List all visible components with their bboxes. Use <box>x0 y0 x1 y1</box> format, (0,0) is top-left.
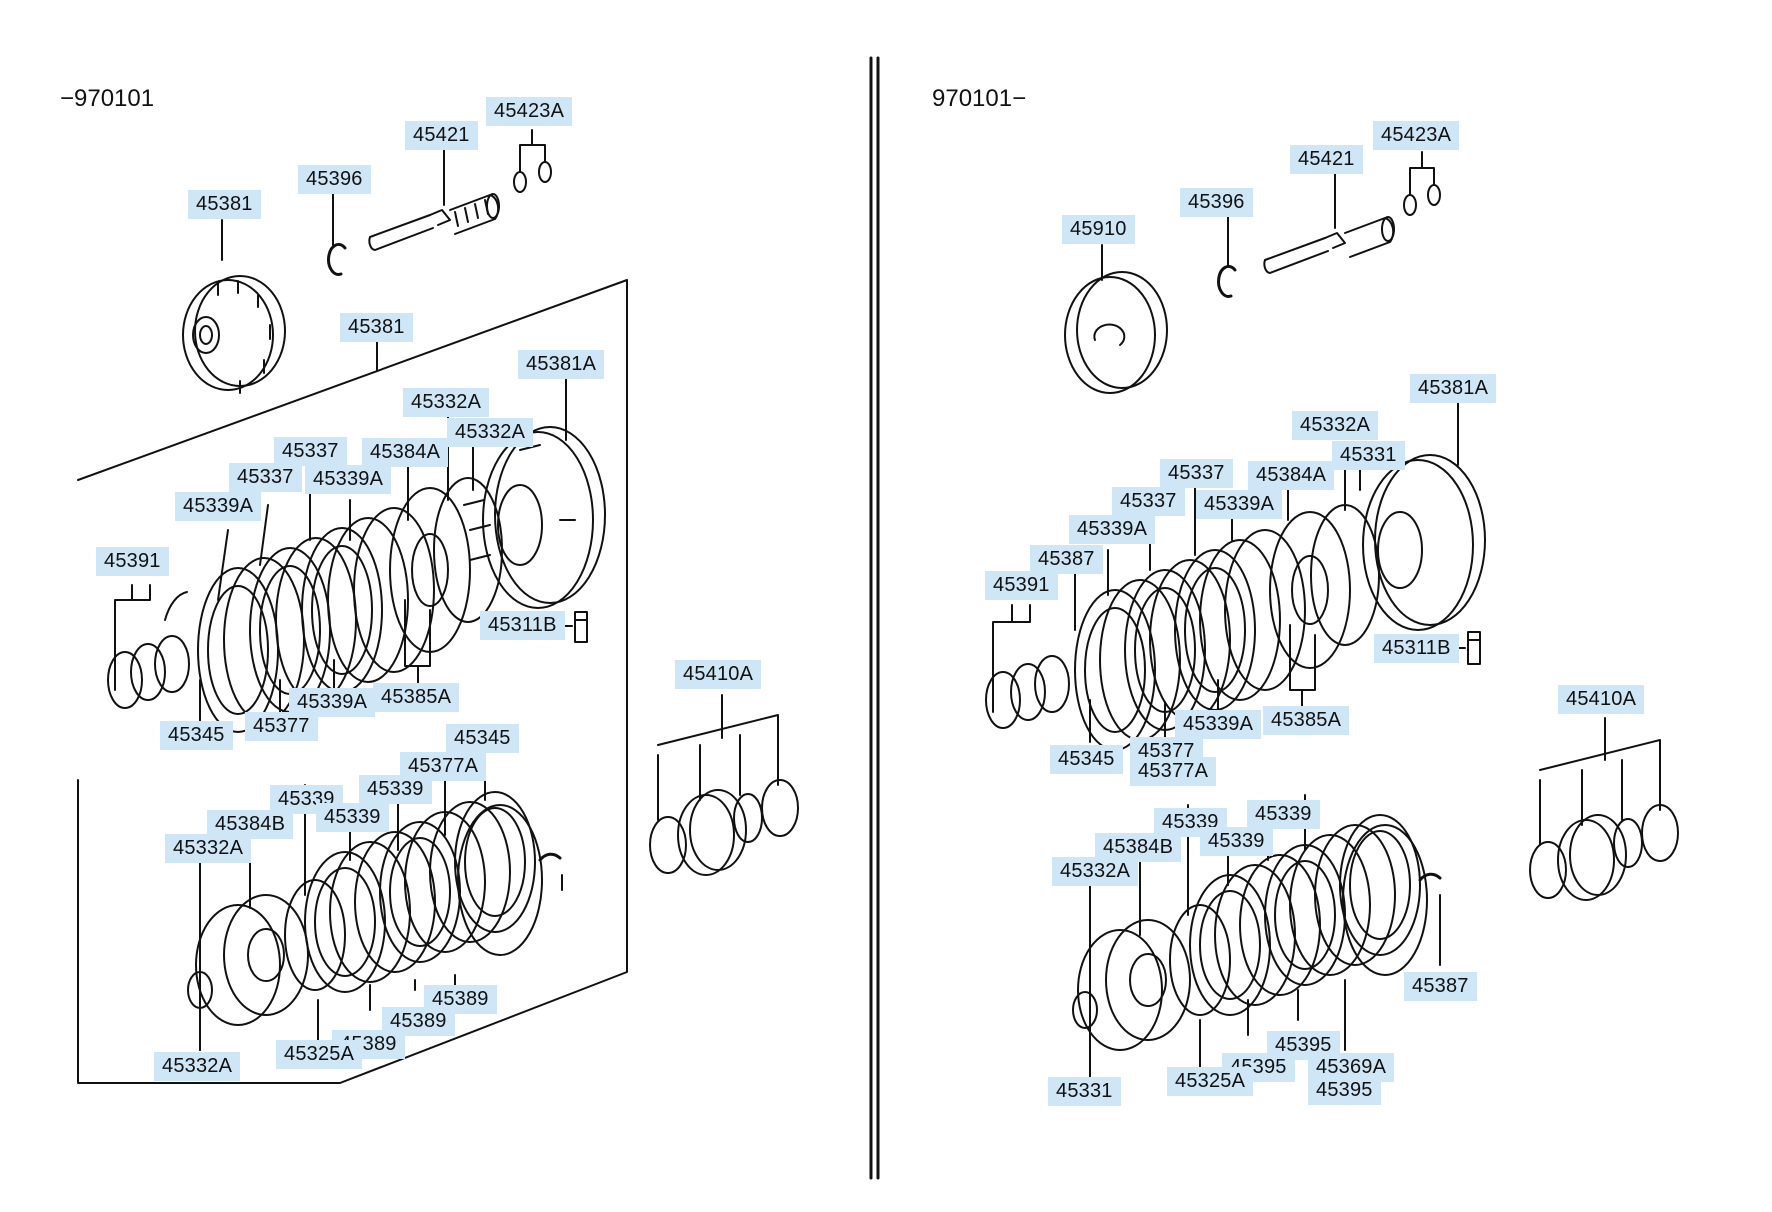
part-label[interactable]: 45332A <box>1292 411 1379 440</box>
part-label[interactable]: 45384A <box>1248 461 1335 490</box>
part-label[interactable]: 45377 <box>245 712 318 741</box>
part-label[interactable]: 45910 <box>1062 215 1135 244</box>
disc-45910 <box>1064 271 1168 394</box>
reaction-set-45410A-left <box>649 779 799 876</box>
left-panel-title: −970101 <box>60 85 155 112</box>
part-label[interactable]: 45339 <box>316 803 389 832</box>
part-label[interactable]: 45345 <box>160 721 233 750</box>
right-panel-title: 970101− <box>932 85 1027 112</box>
part-label[interactable]: 45337 <box>229 463 302 492</box>
part-label[interactable]: 45311B <box>480 611 565 640</box>
part-label[interactable]: 45381A <box>518 350 605 379</box>
part-label[interactable]: 45421 <box>1290 145 1363 174</box>
part-label[interactable]: 45337 <box>1160 459 1233 488</box>
part-label[interactable]: 45332A <box>165 834 252 863</box>
part-label[interactable]: 45381 <box>340 313 413 342</box>
part-label[interactable]: 45410A <box>1558 685 1645 714</box>
part-label[interactable]: 45385A <box>373 683 460 712</box>
part-label[interactable]: 45381 <box>188 190 261 219</box>
part-label[interactable]: 45339A <box>1175 710 1262 739</box>
part-label[interactable]: 45339 <box>1200 827 1273 856</box>
part-label[interactable]: 45385A <box>1263 706 1350 735</box>
part-label[interactable]: 45339 <box>1247 800 1320 829</box>
lower-pack-left <box>187 791 562 1026</box>
part-label[interactable]: 45381A <box>1410 374 1497 403</box>
shaft-45421 <box>368 193 500 251</box>
part-label[interactable]: 45311B <box>1374 634 1459 663</box>
part-label[interactable]: 45339A <box>175 492 262 521</box>
part-label[interactable]: 45332A <box>447 418 534 447</box>
bolt-45311B-right <box>1467 631 1481 665</box>
part-label[interactable]: 45391 <box>985 571 1058 600</box>
part-label[interactable]: 45337 <box>1112 487 1185 516</box>
part-label[interactable]: 45339A <box>289 688 376 717</box>
part-label[interactable]: 45377A <box>1130 757 1217 786</box>
part-label[interactable]: 45325A <box>1167 1067 1254 1096</box>
part-label[interactable]: 45337 <box>274 437 347 466</box>
part-label[interactable]: 45423A <box>1373 121 1460 150</box>
part-label[interactable]: 45387 <box>1404 972 1477 1001</box>
part-label[interactable]: 45423A <box>486 97 573 126</box>
part-label[interactable]: 45339A <box>305 465 392 494</box>
part-label[interactable]: 45339A <box>1069 515 1156 544</box>
part-label[interactable]: 45395 <box>1308 1076 1381 1105</box>
part-label[interactable]: 45332A <box>403 388 490 417</box>
part-label[interactable]: 45396 <box>298 165 371 194</box>
drum-45381 <box>182 275 286 394</box>
part-label[interactable]: 45410A <box>675 660 762 689</box>
part-label[interactable]: 45345 <box>446 724 519 753</box>
part-label[interactable]: 45339 <box>359 775 432 804</box>
bolt-45311B-left <box>574 611 588 643</box>
reaction-set-45410A-right <box>1529 804 1679 901</box>
lower-pack-right <box>1072 814 1442 1051</box>
part-label[interactable]: 45332A <box>1052 857 1139 886</box>
part-label[interactable]: 45387 <box>1030 545 1103 574</box>
part-label[interactable]: 45339A <box>1196 490 1283 519</box>
part-label[interactable]: 45345 <box>1050 745 1123 774</box>
drum-45381A-left <box>463 426 606 609</box>
part-label[interactable]: 45325A <box>276 1040 363 1069</box>
part-label[interactable]: 45421 <box>405 121 478 150</box>
part-label[interactable]: 45391 <box>96 547 169 576</box>
part-label[interactable]: 45384A <box>362 438 449 467</box>
part-label[interactable]: 45396 <box>1180 188 1253 217</box>
part-label[interactable]: 45331 <box>1048 1077 1121 1106</box>
shaft-45421-right <box>1263 216 1395 274</box>
part-label[interactable]: 45332A <box>154 1052 241 1081</box>
part-label[interactable]: 45331 <box>1332 441 1405 470</box>
